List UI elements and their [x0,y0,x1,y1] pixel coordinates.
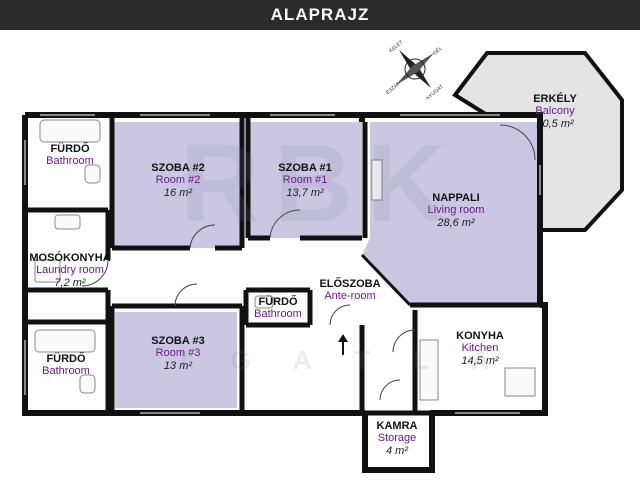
page-title: ALAPRAJZ [0,0,640,30]
interior-walls [25,115,540,416]
room1-fill [248,122,362,238]
room3-fill [115,312,237,408]
compass-south: NYUGAT [425,84,445,102]
balcony-area [452,51,624,232]
fixtures [34,119,536,401]
windows [24,114,541,414]
compass-east: DÉL [432,45,444,57]
living-fill [362,122,540,305]
doors [81,124,536,401]
entrance-arrow [338,334,348,355]
floor-plan [22,51,624,473]
compass-north: KELET [388,39,404,54]
compass-icon: KELET NYUGAT DÉL ÉSZAK [385,39,445,102]
room2-fill [112,122,242,248]
